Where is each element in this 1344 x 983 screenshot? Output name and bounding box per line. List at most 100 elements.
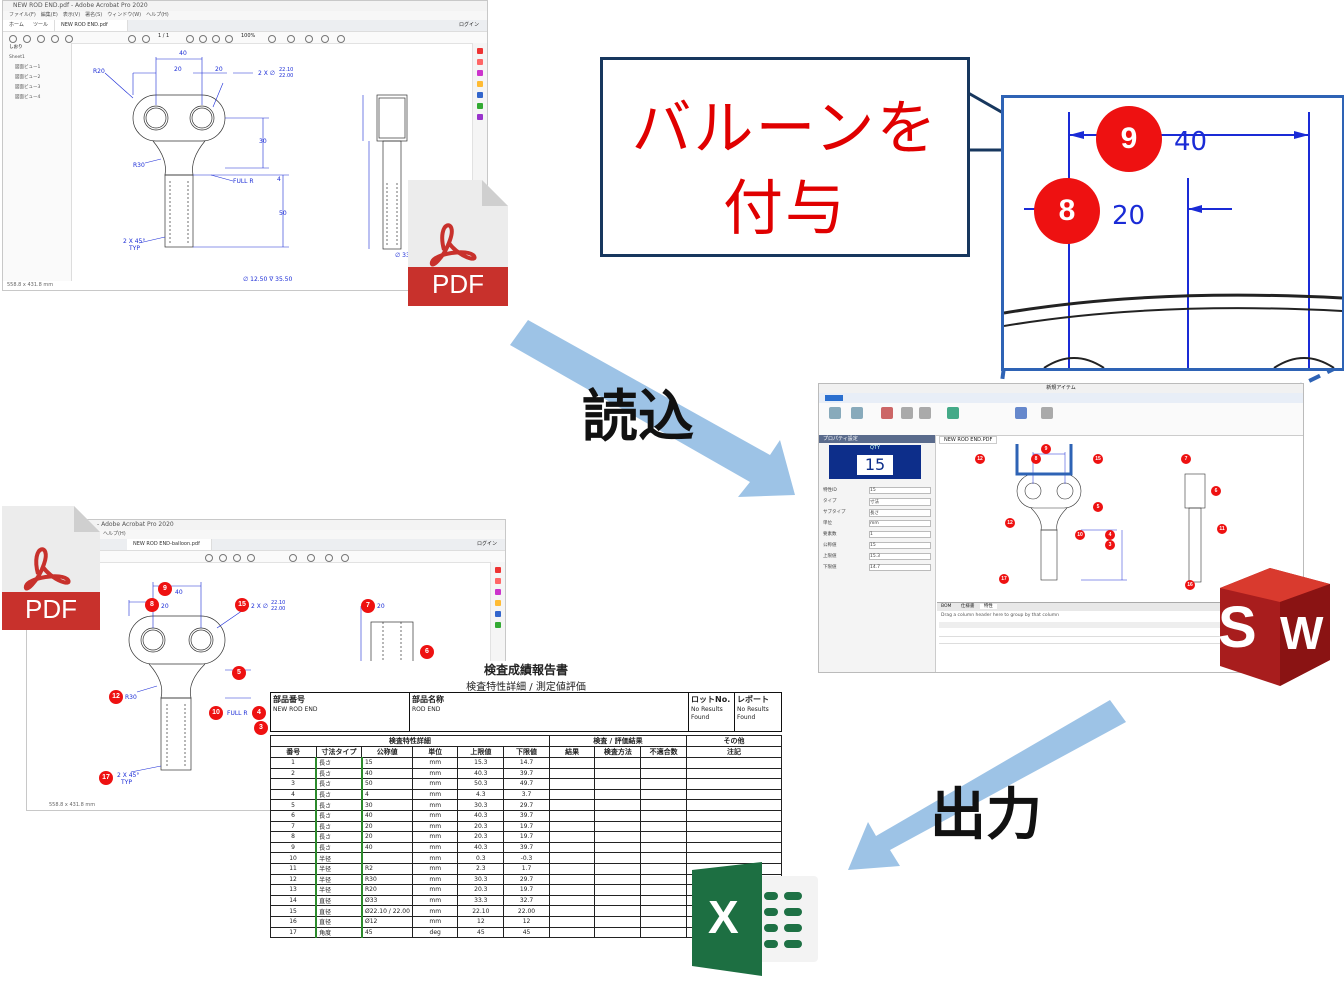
login-link[interactable]: ログイン — [476, 541, 497, 547]
pen-icon[interactable] — [305, 35, 313, 43]
sw-tool-icon[interactable] — [1041, 407, 1053, 419]
sign-icon[interactable] — [337, 35, 345, 43]
sw-tool-icon[interactable] — [1015, 407, 1027, 419]
zoom-level[interactable]: 100% — [241, 33, 256, 39]
sw-doc-tab[interactable]: NEW ROD END.PDF — [939, 436, 998, 444]
combine-icon[interactable] — [477, 92, 483, 98]
search-icon[interactable] — [65, 35, 73, 43]
sw-balloon[interactable]: 7 — [1181, 454, 1191, 464]
create-pdf-icon[interactable] — [495, 578, 501, 584]
bookmark-item[interactable]: 図面ビュー4 — [15, 95, 41, 100]
export-pdf-icon[interactable] — [477, 48, 483, 54]
pen-icon[interactable] — [325, 554, 333, 562]
table-cell: 長さ — [315, 831, 363, 843]
table-cell — [686, 767, 782, 780]
sw-tool-icon[interactable] — [851, 407, 863, 419]
sw-file-tab[interactable] — [825, 395, 843, 401]
bookmark-item[interactable]: Sheet1 — [9, 55, 25, 60]
group-header: 検査 / 評価結果 — [548, 735, 688, 747]
sw-balloon[interactable]: 17 — [999, 574, 1009, 584]
tab-tools[interactable]: ツール — [27, 20, 56, 31]
select-tool-icon[interactable] — [205, 554, 213, 562]
combine-icon[interactable] — [495, 611, 501, 617]
sw-balloon-tool-icon[interactable] — [881, 407, 893, 419]
comment-tool-icon[interactable] — [477, 81, 483, 87]
sw-qty-display: QTY 15 — [829, 445, 921, 479]
login-link[interactable]: ログイン — [458, 22, 479, 28]
fit-icon[interactable] — [268, 35, 276, 43]
upload-icon[interactable] — [23, 35, 31, 43]
page-down-icon[interactable] — [142, 35, 150, 43]
sw-tab-spec[interactable]: 仕様書 — [960, 604, 975, 609]
sw-prop-row[interactable]: 下限値 14.7 — [823, 564, 931, 575]
zoom-in-icon[interactable] — [225, 35, 233, 43]
table-cell: 15.3 — [457, 757, 505, 769]
organize-icon[interactable] — [477, 103, 483, 109]
comment-tool-icon[interactable] — [495, 600, 501, 606]
sw-balloon[interactable]: 15 — [1093, 454, 1103, 464]
table-cell — [594, 894, 642, 907]
sw-balloon[interactable]: 12 — [975, 454, 985, 464]
create-pdf-icon[interactable] — [477, 59, 483, 65]
highlight-icon[interactable] — [341, 554, 349, 562]
table-cell: 1 — [270, 757, 317, 769]
page-up-icon[interactable] — [128, 35, 136, 43]
sw-tool-icon[interactable] — [919, 407, 931, 419]
mail-icon[interactable] — [51, 35, 59, 43]
bookmark-item[interactable]: 図面ビュー3 — [15, 85, 41, 90]
table-cell: 19.7 — [503, 820, 550, 833]
sw-balloon[interactable]: 4 — [1105, 530, 1115, 540]
sw-balloon[interactable]: 5 — [1093, 502, 1103, 512]
print-icon[interactable] — [37, 35, 45, 43]
sw-prop-row[interactable]: 特性ID 15 — [823, 487, 931, 498]
sw-tool-icon[interactable] — [947, 407, 959, 419]
sw-balloon[interactable]: 6 — [1211, 486, 1221, 496]
hand-tool-icon[interactable] — [219, 554, 227, 562]
table-cell: 12 — [503, 915, 550, 928]
sw-tool-icon[interactable] — [829, 407, 841, 419]
pdf-balloon-10: 10 — [209, 706, 223, 720]
tab-document[interactable]: NEW ROD END-balloon.pdf — [127, 539, 212, 550]
sw-grid-row[interactable] — [939, 637, 1301, 644]
export-pdf-icon[interactable] — [495, 567, 501, 573]
bookmark-item[interactable]: 図面ビュー1 — [15, 65, 41, 70]
protect-icon[interactable] — [477, 114, 483, 120]
zoom-in-icon[interactable] — [247, 554, 255, 562]
sw-balloon[interactable]: 8 — [1031, 454, 1041, 464]
table-cell — [594, 915, 642, 928]
sw-balloon[interactable]: 10 — [1075, 530, 1085, 540]
sw-grid-row[interactable] — [939, 630, 1301, 637]
zoom-out-icon[interactable] — [212, 35, 220, 43]
comment-icon[interactable] — [307, 554, 315, 562]
sw-balloon[interactable]: 3 — [1105, 540, 1115, 550]
sw-prop-row[interactable]: 要素数 1 — [823, 531, 931, 542]
edit-pdf-icon[interactable] — [495, 589, 501, 595]
sw-balloon[interactable]: 12 — [1005, 518, 1015, 528]
tab-document[interactable]: NEW ROD END.pdf — [55, 20, 128, 31]
table-cell — [548, 799, 596, 811]
select-tool-icon[interactable] — [186, 35, 194, 43]
sw-balloon[interactable]: 16 — [1185, 580, 1195, 590]
hand-tool-icon[interactable] — [199, 35, 207, 43]
zoom-out-icon[interactable] — [233, 554, 241, 562]
sw-balloon[interactable]: 9 — [1041, 444, 1051, 454]
bookmark-item[interactable]: 図面ビュー2 — [15, 75, 41, 80]
sw-prop-row[interactable]: 公称値 15 — [823, 542, 931, 553]
sw-prop-row[interactable]: タイプ 寸法 — [823, 498, 931, 509]
sw-tab-bom[interactable]: BOM — [941, 604, 952, 609]
fit-icon[interactable] — [289, 554, 297, 562]
table-cell — [686, 841, 782, 854]
highlight-icon[interactable] — [321, 35, 329, 43]
comment-icon[interactable] — [287, 35, 295, 43]
sw-prop-row[interactable]: サブタイプ 長さ — [823, 509, 931, 520]
sw-prop-row[interactable]: 上限値 15.3 — [823, 553, 931, 564]
table-cell — [548, 873, 596, 886]
edit-pdf-icon[interactable] — [477, 70, 483, 76]
sw-balloon[interactable]: 11 — [1217, 524, 1227, 534]
sw-tool-icon[interactable] — [901, 407, 913, 419]
sw-prop-row[interactable]: 単位 mm — [823, 520, 931, 531]
organize-icon[interactable] — [495, 622, 501, 628]
save-icon[interactable] — [9, 35, 17, 43]
sw-tab-char[interactable]: 特性 — [979, 604, 997, 609]
